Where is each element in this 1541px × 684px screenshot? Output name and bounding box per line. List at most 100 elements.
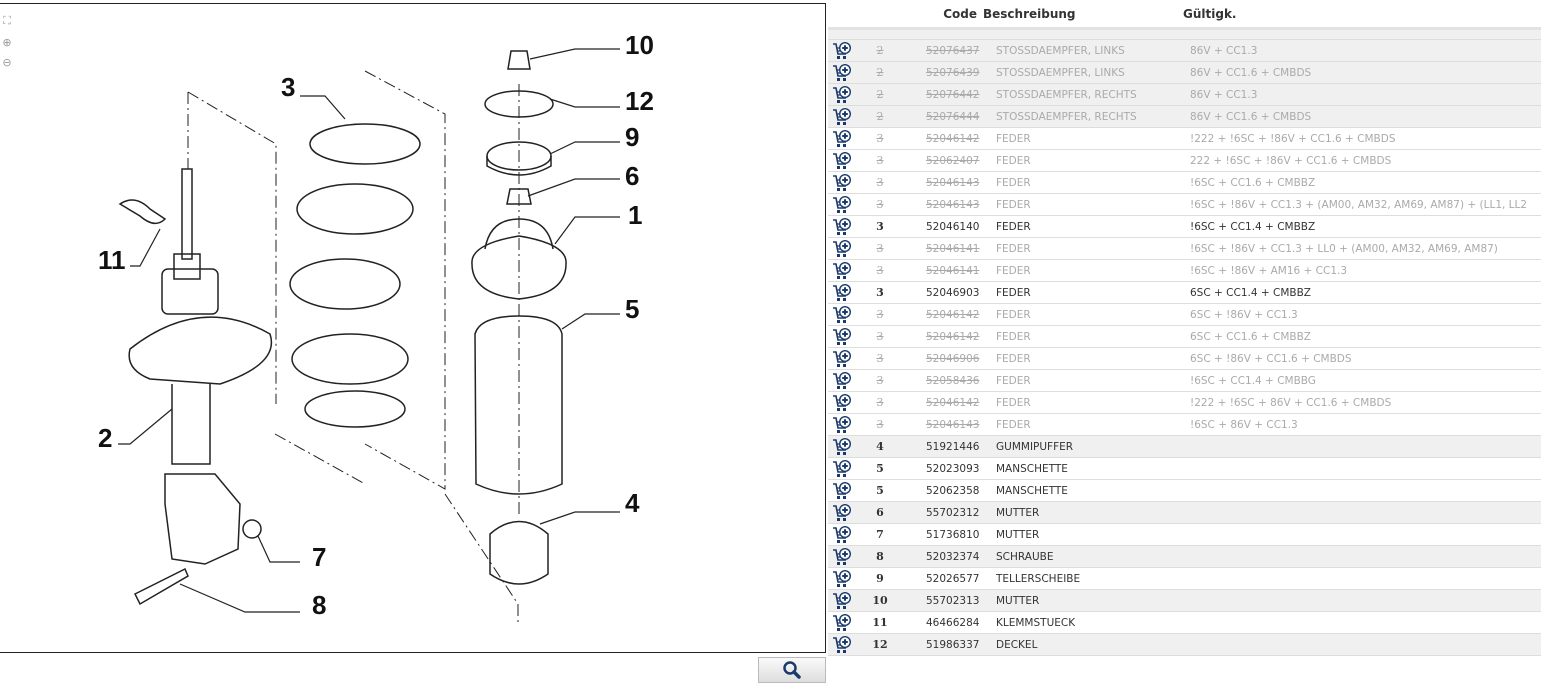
header-validity[interactable]: Gültigk. bbox=[1183, 6, 1237, 21]
table-row[interactable]: 3 52046140 FEDER !6SC + CC1.4 + CMBBZ bbox=[828, 216, 1541, 238]
callout-7[interactable]: 7 bbox=[312, 542, 326, 572]
add-to-cart-icon[interactable] bbox=[828, 239, 858, 259]
table-row[interactable]: 5 52062358 MANSCHETTE bbox=[828, 480, 1541, 502]
add-to-cart-icon[interactable] bbox=[828, 151, 858, 171]
add-to-cart-icon[interactable] bbox=[828, 459, 858, 479]
add-to-cart-icon[interactable] bbox=[828, 107, 858, 127]
add-to-cart-icon[interactable] bbox=[828, 393, 858, 413]
fit-icon[interactable]: ⛶ bbox=[3, 14, 11, 27]
add-to-cart-icon[interactable] bbox=[828, 349, 858, 369]
part-code[interactable]: 52076439 bbox=[926, 66, 980, 79]
table-row[interactable]: 3 52062407 FEDER 222 + !6SC + !86V + CC1… bbox=[828, 150, 1541, 172]
part-code[interactable]: 52046143 bbox=[926, 176, 980, 189]
add-to-cart-icon[interactable] bbox=[828, 503, 858, 523]
header-code[interactable]: Code bbox=[943, 6, 977, 21]
add-to-cart-icon[interactable] bbox=[828, 41, 858, 61]
part-code[interactable]: 52046141 bbox=[926, 242, 980, 255]
add-to-cart-icon[interactable] bbox=[828, 569, 858, 589]
part-code[interactable]: 52046142 bbox=[926, 330, 980, 343]
add-to-cart-icon[interactable] bbox=[828, 613, 858, 633]
part-code[interactable]: 51736810 bbox=[926, 528, 980, 541]
table-row[interactable]: 3 52046141 FEDER !6SC + !86V + AM16 + CC… bbox=[828, 260, 1541, 282]
parts-diagram[interactable]: ⛶ ⊕ ⊖ bbox=[0, 3, 826, 653]
table-row[interactable]: 3 52046142 FEDER 6SC + !86V + CC1.3 bbox=[828, 304, 1541, 326]
callout-1[interactable]: 1 bbox=[628, 200, 642, 230]
table-row[interactable]: 3 52046903 FEDER 6SC + CC1.4 + CMBBZ bbox=[828, 282, 1541, 304]
table-row[interactable]: 3 52046906 FEDER 6SC + !86V + CC1.6 + CM… bbox=[828, 348, 1541, 370]
callout-12[interactable]: 12 bbox=[625, 86, 654, 116]
part-code[interactable]: 55702312 bbox=[926, 506, 980, 519]
part-code[interactable]: 52032374 bbox=[926, 550, 980, 563]
table-row[interactable]: 3 52046142 FEDER !222 + !6SC + 86V + CC1… bbox=[828, 392, 1541, 414]
table-row[interactable]: 3 52046142 FEDER !222 + !6SC + !86V + CC… bbox=[828, 128, 1541, 150]
callout-9[interactable]: 9 bbox=[625, 122, 639, 152]
table-row[interactable]: 3 52046143 FEDER !6SC + !86V + CC1.3 + (… bbox=[828, 194, 1541, 216]
header-description[interactable]: Beschreibung bbox=[983, 6, 1076, 21]
add-to-cart-icon[interactable] bbox=[828, 371, 858, 391]
part-code[interactable]: 51986337 bbox=[926, 638, 980, 651]
add-to-cart-icon[interactable] bbox=[828, 261, 858, 281]
add-to-cart-icon[interactable] bbox=[828, 217, 858, 237]
search-button[interactable] bbox=[758, 657, 826, 683]
part-code[interactable]: 52046142 bbox=[926, 308, 980, 321]
zoom-out-icon[interactable]: ⊖ bbox=[2, 56, 12, 69]
table-row[interactable]: 3 52046141 FEDER !6SC + !86V + CC1.3 + L… bbox=[828, 238, 1541, 260]
table-row[interactable]: 4 51921446 GUMMIPUFFER bbox=[828, 436, 1541, 458]
table-row[interactable]: 12 51986337 DECKEL bbox=[828, 634, 1541, 656]
add-to-cart-icon[interactable] bbox=[828, 547, 858, 567]
table-row[interactable]: 10 55702313 MUTTER bbox=[828, 590, 1541, 612]
table-row[interactable]: 3 52046143 FEDER !6SC + CC1.6 + CMBBZ bbox=[828, 172, 1541, 194]
callout-4[interactable]: 4 bbox=[625, 488, 640, 518]
callout-11[interactable]: 11 bbox=[98, 245, 126, 275]
add-to-cart-icon[interactable] bbox=[828, 415, 858, 435]
table-row[interactable]: 3 52058436 FEDER !6SC + CC1.4 + CMBBG bbox=[828, 370, 1541, 392]
add-to-cart-icon[interactable] bbox=[828, 305, 858, 325]
table-row[interactable]: 3 52046143 FEDER !6SC + 86V + CC1.3 bbox=[828, 414, 1541, 436]
add-to-cart-icon[interactable] bbox=[828, 591, 858, 611]
part-code[interactable]: 52026577 bbox=[926, 572, 980, 585]
add-to-cart-icon[interactable] bbox=[828, 129, 858, 149]
add-to-cart-icon[interactable] bbox=[828, 327, 858, 347]
table-row[interactable]: 2 52076444 STOSSDAEMPFER, RECHTS 86V + C… bbox=[828, 106, 1541, 128]
part-code[interactable]: 52058436 bbox=[926, 374, 980, 387]
callout-6[interactable]: 6 bbox=[625, 161, 639, 191]
part-code[interactable]: 52046143 bbox=[926, 418, 980, 431]
add-to-cart-icon[interactable] bbox=[828, 481, 858, 501]
table-row[interactable]: 3 52046142 FEDER 6SC + CC1.6 + CMBBZ bbox=[828, 326, 1541, 348]
add-to-cart-icon[interactable] bbox=[828, 525, 858, 545]
part-code[interactable]: 51921446 bbox=[926, 440, 980, 453]
part-code[interactable]: 52062358 bbox=[926, 484, 980, 497]
part-code[interactable]: 52046906 bbox=[926, 352, 980, 365]
table-row[interactable]: 11 46466284 KLEMMSTUECK bbox=[828, 612, 1541, 634]
callout-3[interactable]: 3 bbox=[281, 72, 295, 102]
part-code[interactable]: 52076444 bbox=[926, 110, 980, 123]
add-to-cart-icon[interactable] bbox=[828, 63, 858, 83]
part-code[interactable]: 52076437 bbox=[926, 44, 980, 57]
table-row[interactable]: 6 55702312 MUTTER bbox=[828, 502, 1541, 524]
add-to-cart-icon[interactable] bbox=[828, 85, 858, 105]
zoom-in-icon[interactable]: ⊕ bbox=[2, 36, 12, 49]
callout-10[interactable]: 10 bbox=[625, 30, 654, 60]
add-to-cart-icon[interactable] bbox=[828, 195, 858, 215]
table-row[interactable]: 2 52076442 STOSSDAEMPFER, RECHTS 86V + C… bbox=[828, 84, 1541, 106]
part-code[interactable]: 52076442 bbox=[926, 88, 980, 101]
add-to-cart-icon[interactable] bbox=[828, 437, 858, 457]
part-code[interactable]: 55702313 bbox=[926, 594, 980, 607]
add-to-cart-icon[interactable] bbox=[828, 173, 858, 193]
part-code[interactable]: 52046143 bbox=[926, 198, 980, 211]
table-row[interactable]: 2 52076439 STOSSDAEMPFER, LINKS 86V + CC… bbox=[828, 62, 1541, 84]
table-row[interactable]: 8 52032374 SCHRAUBE bbox=[828, 546, 1541, 568]
part-code[interactable]: 52046903 bbox=[926, 286, 980, 299]
part-code[interactable]: 52046142 bbox=[926, 396, 980, 409]
table-row[interactable]: 5 52023093 MANSCHETTE bbox=[828, 458, 1541, 480]
callout-8[interactable]: 8 bbox=[312, 590, 326, 620]
callout-5[interactable]: 5 bbox=[625, 294, 639, 324]
part-code[interactable]: 52046141 bbox=[926, 264, 980, 277]
table-row[interactable]: 7 51736810 MUTTER bbox=[828, 524, 1541, 546]
part-code[interactable]: 52023093 bbox=[926, 462, 980, 475]
add-to-cart-icon[interactable] bbox=[828, 283, 858, 303]
callout-2[interactable]: 2 bbox=[98, 423, 112, 453]
part-code[interactable]: 52062407 bbox=[926, 154, 980, 167]
add-to-cart-icon[interactable] bbox=[828, 635, 858, 655]
part-code[interactable]: 52046140 bbox=[926, 220, 980, 233]
